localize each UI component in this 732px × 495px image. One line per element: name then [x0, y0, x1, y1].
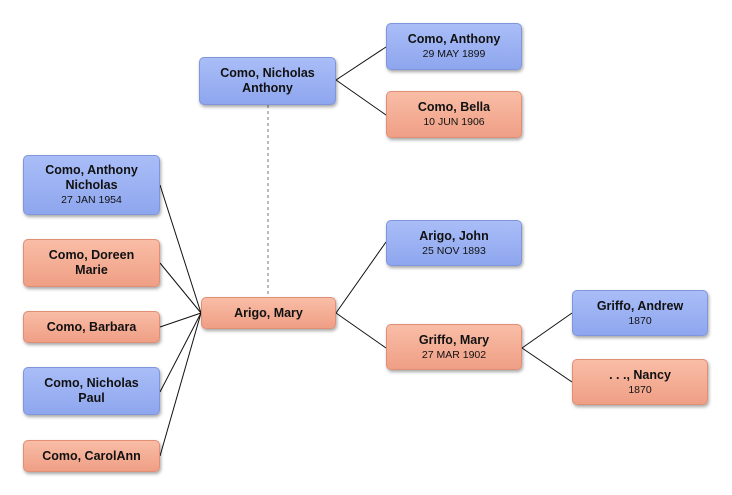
person-card-nancy[interactable]: . . ., Nancy 1870 [572, 359, 708, 405]
person-card-mary-arigo[interactable]: Arigo, Mary [201, 297, 336, 329]
connector-line [521, 312, 573, 349]
connector-line [159, 312, 202, 457]
person-name: . . ., Nancy [609, 367, 671, 382]
person-name: Como, Anthony Nicholas [45, 163, 138, 192]
person-name: Como, Bella [417, 100, 491, 114]
person-card-doreen-marie[interactable]: Como, Doreen Marie [23, 239, 160, 287]
connector-line [159, 184, 202, 314]
person-card-andrew-griffo[interactable]: Griffo, Andrew 1870 [572, 290, 708, 336]
connector-line [335, 46, 387, 81]
person-card-nicholas-anthony[interactable]: Como, Nicholas Anthony [199, 57, 336, 105]
person-card-anthony[interactable]: Como, Anthony 29 MAY 1899 [386, 23, 522, 70]
person-name: Como, Doreen Marie [48, 248, 135, 277]
person-name: Como, CarolAnn [42, 448, 141, 463]
person-name: Como, Nicholas Paul [44, 376, 139, 405]
person-date: 1870 [628, 383, 652, 396]
connector-line [159, 312, 202, 393]
person-date: 27 JAN 1954 [61, 194, 122, 206]
person-card-anthony-nicholas[interactable]: Como, Anthony Nicholas 27 JAN 1954 [23, 155, 160, 215]
person-name: Griffo, Andrew [596, 298, 684, 313]
person-name: Como, Anthony [407, 32, 501, 46]
connector-line [159, 262, 202, 314]
person-card-john-arigo[interactable]: Arigo, John 25 NOV 1893 [386, 220, 522, 266]
person-date: 29 MAY 1899 [422, 48, 486, 60]
connector-line [335, 241, 387, 314]
person-card-nicholas-paul[interactable]: Como, Nicholas Paul [23, 367, 160, 415]
person-name: Griffo, Mary [418, 332, 490, 347]
person-card-barbara[interactable]: Como, Barbara [23, 311, 160, 343]
person-name: Arigo, Mary [234, 305, 303, 320]
connector-line [159, 312, 202, 328]
person-card-mary-griffo[interactable]: Griffo, Mary 27 MAR 1902 [386, 324, 522, 370]
connector-line [335, 312, 387, 349]
person-card-bella[interactable]: Como, Bella 10 JUN 1906 [386, 91, 522, 138]
person-name: Como, Nicholas Anthony [220, 66, 315, 95]
person-date: 1870 [628, 314, 652, 327]
person-name: Como, Barbara [46, 319, 137, 334]
person-date: 27 MAR 1902 [421, 348, 487, 361]
person-date: 25 NOV 1893 [422, 244, 486, 257]
person-date: 10 JUN 1906 [423, 116, 485, 128]
connector-line [521, 347, 573, 383]
person-name: Arigo, John [419, 228, 489, 243]
person-card-carolann[interactable]: Como, CarolAnn [23, 440, 160, 472]
connector-line [335, 79, 387, 116]
